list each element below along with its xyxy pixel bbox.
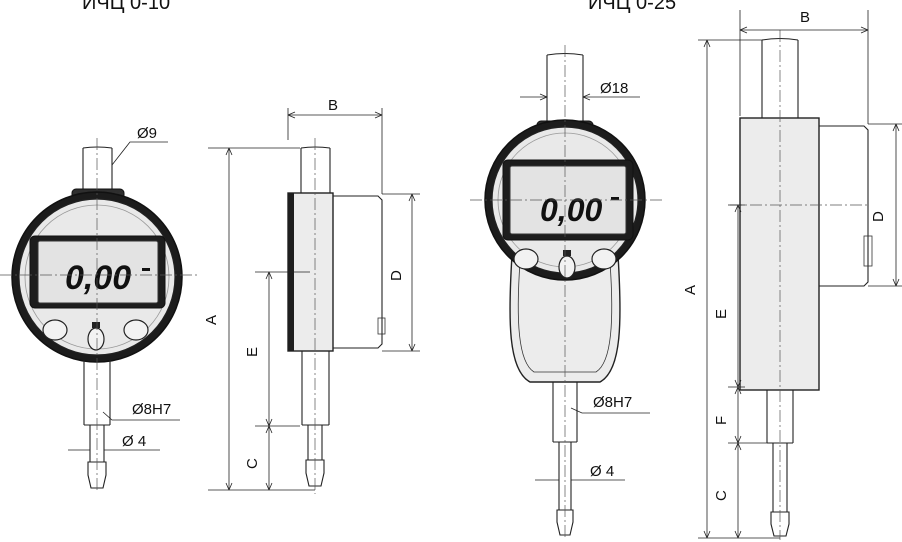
dim-F-right: F bbox=[713, 416, 730, 425]
dim-B-left: B bbox=[328, 97, 338, 114]
dim-E-left: E bbox=[244, 347, 261, 357]
dim-C-left: C bbox=[244, 458, 261, 469]
right-side-dims: B A E F C D bbox=[682, 9, 902, 539]
dim-B-right: B bbox=[800, 9, 810, 26]
dim-sleeve-dia-left: Ø8H7 bbox=[132, 401, 171, 418]
left-side-dims: B A E C D bbox=[203, 97, 420, 491]
right-lcd-reading: 0,00 bbox=[540, 192, 602, 228]
dim-stem-dia-large: Ø18 bbox=[600, 80, 628, 97]
dim-C-right: C bbox=[713, 490, 730, 501]
left-lcd-reading: 0,00 bbox=[65, 259, 131, 297]
dim-sleeve-dia-right: Ø8H7 bbox=[593, 394, 632, 411]
right-side-view bbox=[730, 30, 873, 540]
dim-D-left: D bbox=[388, 270, 405, 281]
dim-tip-dia-right: Ø 4 bbox=[590, 463, 614, 480]
right-front-view: 0,00 bbox=[470, 45, 662, 540]
dim-stem-dia-small: Ø9 bbox=[137, 125, 157, 142]
title-left: ИЧЦ 0-10 bbox=[82, 0, 170, 14]
dim-E-right: E bbox=[713, 309, 730, 319]
left-front-view: 0,00 bbox=[0, 138, 200, 492]
dim-A-left: A bbox=[203, 315, 220, 325]
dim-A-right: A bbox=[682, 285, 699, 295]
right-front-dims: Ø18 Ø8H7 Ø 4 bbox=[520, 80, 650, 481]
dim-tip-dia-left: Ø 4 bbox=[122, 433, 146, 450]
title-right: ИЧЦ 0-25 bbox=[588, 0, 676, 14]
left-front-dims: Ø9 Ø8H7 Ø 4 bbox=[68, 125, 180, 451]
left-side-view bbox=[287, 138, 386, 494]
dim-D-right: D bbox=[870, 211, 887, 222]
